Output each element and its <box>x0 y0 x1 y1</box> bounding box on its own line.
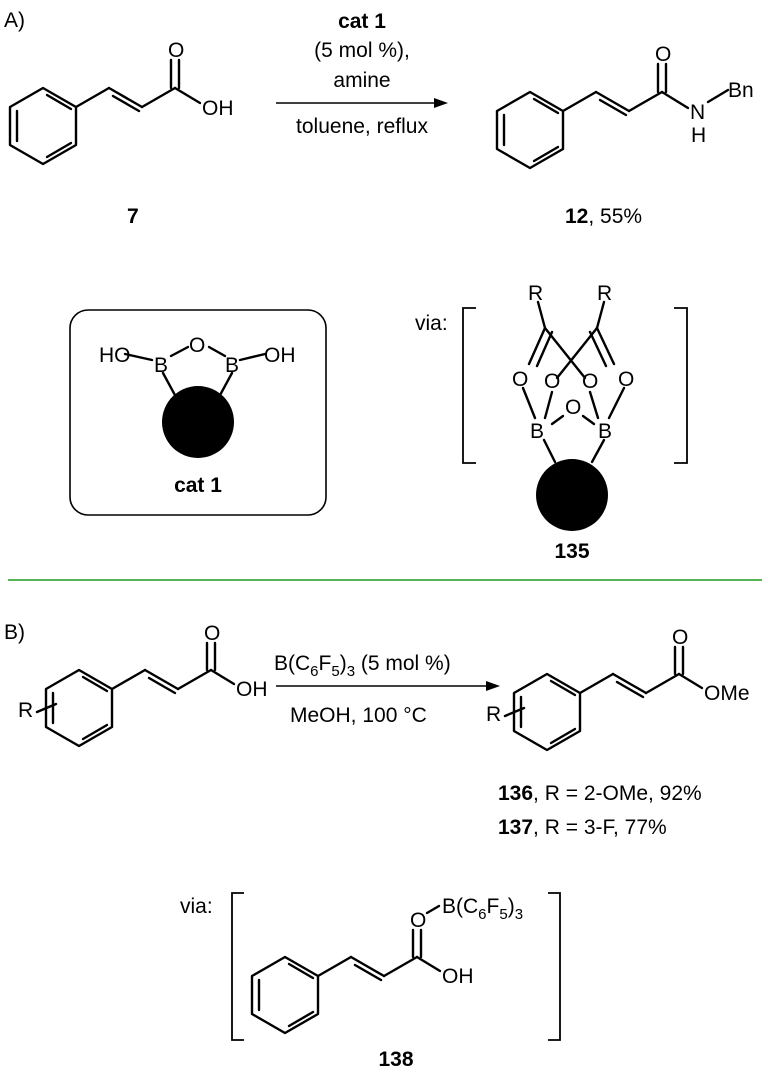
int135-o1: O <box>512 368 528 391</box>
prod-b-ome: OMe <box>704 682 750 705</box>
bracket-right-b <box>548 892 561 1041</box>
product12-oxygen: O <box>655 43 671 66</box>
bracket-left-b <box>231 892 244 1041</box>
compound-12-label: 12, 55% <box>565 205 642 228</box>
reagent-loading: (5 mol %), <box>314 39 410 62</box>
cinnamic-acid-7 <box>8 58 202 166</box>
product12-nitrogen: N <box>690 101 705 124</box>
int135-b2: B <box>598 420 612 443</box>
product12-hydrogen: H <box>691 124 706 147</box>
cat-ho: HO <box>99 344 131 367</box>
arrowhead-b <box>486 681 500 691</box>
bracket-left-a <box>462 307 476 464</box>
part-a-label: A) <box>4 9 25 32</box>
substituted-cinnamic-acid <box>35 641 236 748</box>
sm-b-hydroxyl: OH <box>236 678 268 701</box>
compound-136-line: 136, R = 2-OMe, 92% <box>498 782 702 805</box>
cinnamamide-12 <box>495 62 730 170</box>
sm7-hydroxyl: OH <box>202 97 234 120</box>
reagent-amine: amine <box>333 69 390 92</box>
compound-137-line: 137, R = 3-F, 77% <box>498 816 667 839</box>
int135-o2: O <box>544 370 560 393</box>
int135-o4: O <box>618 368 634 391</box>
via-label-a: via: <box>415 312 448 335</box>
int135-o3: O <box>582 370 598 393</box>
conditions-b: MeOH, 100 °C <box>290 704 427 727</box>
int135-r2: R <box>597 282 612 305</box>
cat-oh: OH <box>264 344 296 367</box>
intermediate-138-structure <box>250 904 442 1035</box>
via-label-b: via: <box>180 895 213 918</box>
intermediate-135-structure <box>521 300 626 531</box>
arrowhead-a <box>434 98 448 108</box>
cat-boron-1: B <box>154 354 168 377</box>
int138-hydroxyl: OH <box>442 965 474 988</box>
sm-b-r: R <box>18 699 33 722</box>
compound-7-label: 7 <box>127 205 139 228</box>
int138-oxygen: O <box>410 909 426 932</box>
methyl-cinnamate-product <box>503 645 704 752</box>
part-b-label: B) <box>4 621 25 644</box>
conditions-a: toluene, reflux <box>296 115 428 138</box>
int138-borane: B(C6F5)3 <box>442 895 523 923</box>
catalyst-box <box>69 309 327 516</box>
cat-boron-2: B <box>225 354 239 377</box>
int135-b1: B <box>530 420 544 443</box>
compound-138-label: 138 <box>378 1048 413 1071</box>
reagent-cat1: cat 1 <box>338 10 386 33</box>
prod-b-oxygen: O <box>672 626 688 649</box>
int135-o5: O <box>565 396 581 419</box>
sm-b-oxygen: O <box>204 622 220 645</box>
compound-135-label: 135 <box>554 540 589 563</box>
prod-b-r: R <box>486 703 501 726</box>
sm7-oxygen: O <box>168 39 184 62</box>
cat-1-label: cat 1 <box>174 474 222 497</box>
bracket-right-a <box>674 307 688 464</box>
product12-benzyl: Bn <box>728 79 754 102</box>
reagent-b: B(C6F5)3 (5 mol %) <box>274 652 451 680</box>
int135-r1: R <box>528 282 543 305</box>
cat-oxygen: O <box>189 334 205 357</box>
catalyst-1-structure <box>123 345 267 458</box>
